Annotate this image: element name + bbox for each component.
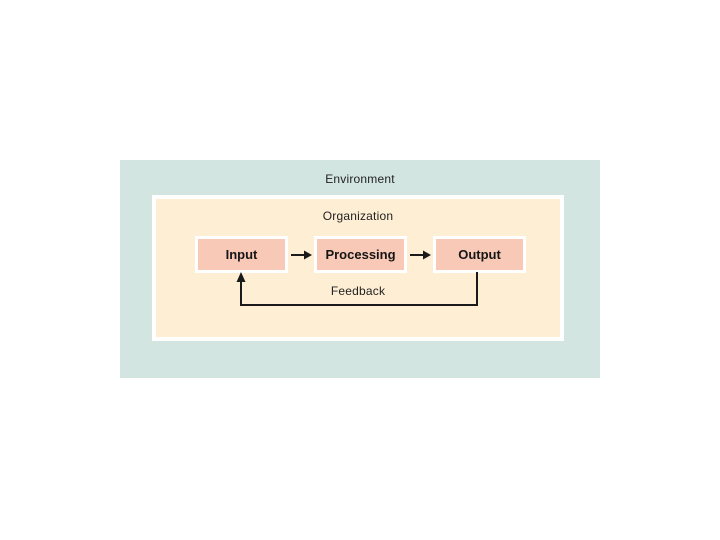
organization-region: Organization Input Processing Output Fee… xyxy=(152,195,564,341)
input-box: Input xyxy=(195,236,288,273)
processing-box: Processing xyxy=(314,236,407,273)
organization-label: Organization xyxy=(322,209,394,223)
environment-label: Environment xyxy=(325,172,395,186)
output-box: Output xyxy=(433,236,526,273)
environment-region: Environment Organization Input Processin… xyxy=(120,160,600,378)
feedback-label: Feedback xyxy=(330,284,386,298)
